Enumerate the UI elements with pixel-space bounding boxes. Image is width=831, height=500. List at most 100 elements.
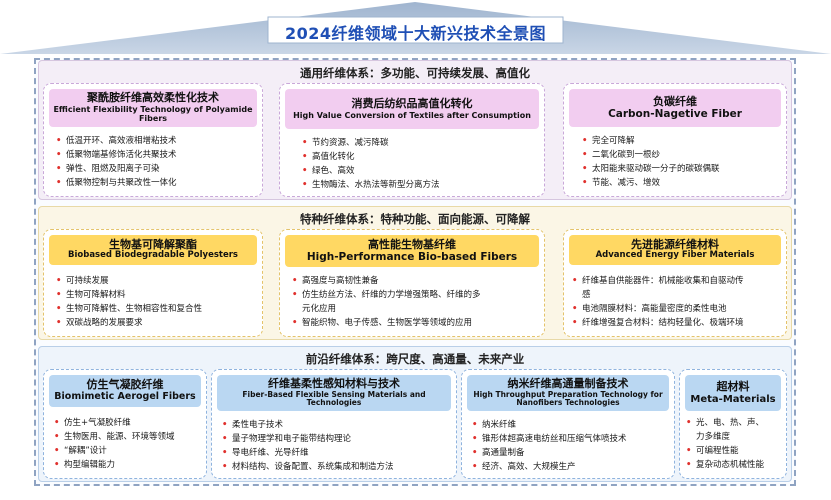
- bullet-icon: •: [56, 136, 62, 146]
- list-item: •光、电、热、声、: [686, 418, 765, 428]
- card-title-en: Efficient Flexibility Technology of Poly…: [53, 105, 253, 124]
- list-item: •低聚物端基修饰活化共聚技术: [56, 150, 177, 160]
- bullet-icon: •: [472, 434, 478, 444]
- list-item: •绿色、高效: [302, 166, 355, 176]
- carbon-negative-card: 负碳纤维 Carbon-Nagetive Fiber •完全可降解 •二氧化碳到…: [563, 83, 787, 197]
- card-title-zh: 聚酰胺纤维高效柔性化技术: [87, 91, 219, 105]
- list-item: •可编程性能: [686, 446, 739, 456]
- section-title: 前沿纤维体系：跨尺度、高通量、未来产业: [305, 352, 525, 366]
- diagram-title: 2024纤维领域十大新兴技术全景图: [284, 24, 547, 43]
- card-title-zh: 先进能源纤维材料: [631, 237, 719, 251]
- bio-fiber-card: 高性能生物基纤维 High-Performance Bio-based Fibe…: [279, 229, 545, 337]
- bullet-icon: •: [302, 138, 308, 148]
- list-item: •二氧化碳到一根纱: [582, 150, 661, 160]
- special-fiber-system-section: 特种纤维体系：特种功能、面向能源、可降解 生物基可降解聚酯 Biobased B…: [38, 206, 792, 340]
- bullet-icon: •: [572, 304, 578, 314]
- card-title-en: Meta-Materials: [690, 393, 776, 405]
- list-item: •生物可降解材料: [56, 290, 126, 300]
- card-title-zh: 仿生气凝胶纤维: [86, 378, 164, 392]
- list-item: •量子物理学和电子能带结构理论: [222, 434, 352, 444]
- nanofiber-card: 纳米纤维高通量制备技术 High Throughput Preparation …: [461, 369, 675, 479]
- bullet-icon: •: [472, 462, 478, 472]
- list-item: •生物可降解性、生物相容性和复合性: [56, 304, 203, 314]
- bullet-icon: •: [472, 448, 478, 458]
- list-item: •生物酶法、水热法等新型分离方法: [302, 180, 440, 190]
- bullet-icon: •: [302, 152, 308, 162]
- list-item: •电池隔膜材料：高能量密度的柔性电池: [572, 304, 727, 314]
- bullet-icon: •: [472, 420, 478, 430]
- flexible-sensing-card: 纤维基柔性感知材料与技术 Fiber-Based Flexible Sensin…: [211, 369, 457, 479]
- list-item: •生物医用、能源、环境等领域: [54, 432, 175, 442]
- card-header: 先进能源纤维材料 Advanced Energy Fiber Materials: [569, 235, 781, 265]
- bullet-icon: •: [56, 178, 62, 188]
- card-title-zh: 超材料: [716, 379, 750, 393]
- card-title-en: High Throughput Preparation Technology f…: [473, 389, 663, 408]
- list-item: •智能织物、电子传感、生物医学等领域的应用: [292, 318, 473, 328]
- bullet-icon: •: [572, 276, 578, 286]
- card-title-zh: 高性能生物基纤维: [368, 237, 456, 251]
- bullet-icon: •: [54, 446, 60, 456]
- general-fiber-system-section: 通用纤维体系：多功能、可持续发展、高值化 聚酰胺纤维高效柔性化技术 Effici…: [38, 60, 792, 200]
- list-item: •节约资源、减污降碳: [302, 138, 389, 148]
- list-item: •仿生+气凝胶纤维: [54, 418, 131, 428]
- list-item: •双碳战略的发展要求: [56, 318, 143, 328]
- list-item: •复杂动态机械性能: [686, 460, 765, 470]
- section-title: 通用纤维体系：多功能、可持续发展、高值化: [300, 66, 530, 80]
- card-header: 负碳纤维 Carbon-Nagetive Fiber: [569, 89, 781, 127]
- meta-materials-card: 超材料 Meta-Materials •光、电、热、声、 力多维度 •可编程性能…: [679, 369, 787, 479]
- roof-banner: [0, 2, 831, 54]
- card-title-en: High-Performance Bio-based Fibers: [306, 251, 518, 264]
- card-title-zh: 生物基可降解聚酯: [109, 237, 197, 251]
- list-item: •弹性、阻燃及阳离子可染: [56, 164, 160, 174]
- card-title-en: Biobased Biodegradable Polyesters: [68, 250, 238, 261]
- bullet-icon: •: [582, 178, 588, 188]
- bullet-icon: •: [222, 448, 228, 458]
- list-item: •高强度与高韧性兼备: [292, 276, 379, 286]
- list-item: •太阳能来驱动碳一分子的碳碳偶联: [582, 164, 720, 174]
- card-header: 超材料 Meta-Materials: [685, 375, 781, 411]
- list-item: •仿生纺丝方法、纤维的力学增强策略、纤维的多: [292, 290, 481, 300]
- bullet-icon: •: [222, 434, 228, 444]
- bullet-icon: •: [572, 318, 578, 328]
- bullet-icon: •: [56, 318, 62, 328]
- card-item-list: •低温开环、高效液相增粘技术 •低聚物端基修饰活化共聚技术 •弹性、阻燃及阳离子…: [56, 134, 177, 190]
- card-title-en: Advanced Energy Fiber Materials: [595, 250, 755, 261]
- list-item: •完全可降解: [582, 136, 635, 146]
- card-item-list: •柔性电子技术 •量子物理学和电子能带结构理论 •导电纤维、光导纤维 •材料结构…: [222, 418, 394, 474]
- polyamide-card: 聚酰胺纤维高效柔性化技术 Efficient Flexibility Techn…: [43, 83, 263, 197]
- bullet-icon: •: [582, 136, 588, 146]
- biobased-polyester-card: 生物基可降解聚酯 Biobased Biodegradable Polyeste…: [43, 229, 263, 337]
- card-header: 聚酰胺纤维高效柔性化技术 Efficient Flexibility Techn…: [49, 89, 257, 127]
- card-item-list: •高强度与高韧性兼备 •仿生纺丝方法、纤维的力学增强策略、纤维的多 元化应用 •…: [292, 274, 481, 330]
- bullet-icon: •: [292, 290, 298, 300]
- list-item: •构型编辑能力: [54, 460, 116, 470]
- list-item: •材料结构、设备配置、系统集成和制造方法: [222, 462, 394, 472]
- card-title-zh: 消费后纺织品高值化转化: [351, 97, 473, 111]
- aerogel-fiber-card: 仿生气凝胶纤维 Biomimetic Aerogel Fibers •仿生+气凝…: [43, 369, 207, 479]
- list-item: •纤维增强复合材料：结构轻量化、极端环境: [572, 318, 744, 328]
- bullet-icon: •: [56, 276, 62, 286]
- bullet-icon: •: [56, 150, 62, 160]
- list-item: •高值化转化: [302, 152, 355, 162]
- card-item-list: •纳米纤维 •锥形体超高速电纺丝和压缩气体喷技术 •高通量制备 •经济、高效、大…: [472, 418, 627, 474]
- card-item-list: •光、电、热、声、 力多维度 •可编程性能 •复杂动态机械性能: [686, 416, 764, 472]
- list-item: •导电纤维、光导纤维: [222, 448, 309, 458]
- list-item: •低聚物控制与共聚改性一体化: [56, 178, 177, 188]
- bullet-icon: •: [292, 276, 298, 286]
- card-item-list: •纤维基自供能器件：机械能收集和自驱动传 感 •电池隔膜材料：高能量密度的柔性电…: [572, 274, 744, 330]
- card-item-list: •可持续发展 •生物可降解材料 •生物可降解性、生物相容性和复合性 •双碳战略的…: [56, 274, 202, 330]
- bullet-icon: •: [56, 290, 62, 300]
- list-item: •可持续发展: [56, 276, 109, 286]
- list-item: •“解耦”设计: [54, 446, 107, 456]
- bullet-icon: •: [686, 446, 692, 456]
- bullet-icon: •: [582, 150, 588, 160]
- card-item-list: •仿生+气凝胶纤维 •生物医用、能源、环境等领域 •“解耦”设计 •构型编辑能力: [54, 416, 175, 472]
- list-item: •锥形体超高速电纺丝和压缩气体喷技术: [472, 434, 627, 444]
- card-title-en: Carbon-Nagetive Fiber: [608, 108, 742, 121]
- bullet-icon: •: [302, 180, 308, 190]
- card-title-zh: 纤维基柔性感知材料与技术: [268, 377, 400, 391]
- list-item: •纤维基自供能器件：机械能收集和自驱动传: [572, 276, 744, 286]
- bullet-icon: •: [686, 418, 692, 428]
- list-item: 感: [582, 290, 591, 300]
- bullet-icon: •: [292, 318, 298, 328]
